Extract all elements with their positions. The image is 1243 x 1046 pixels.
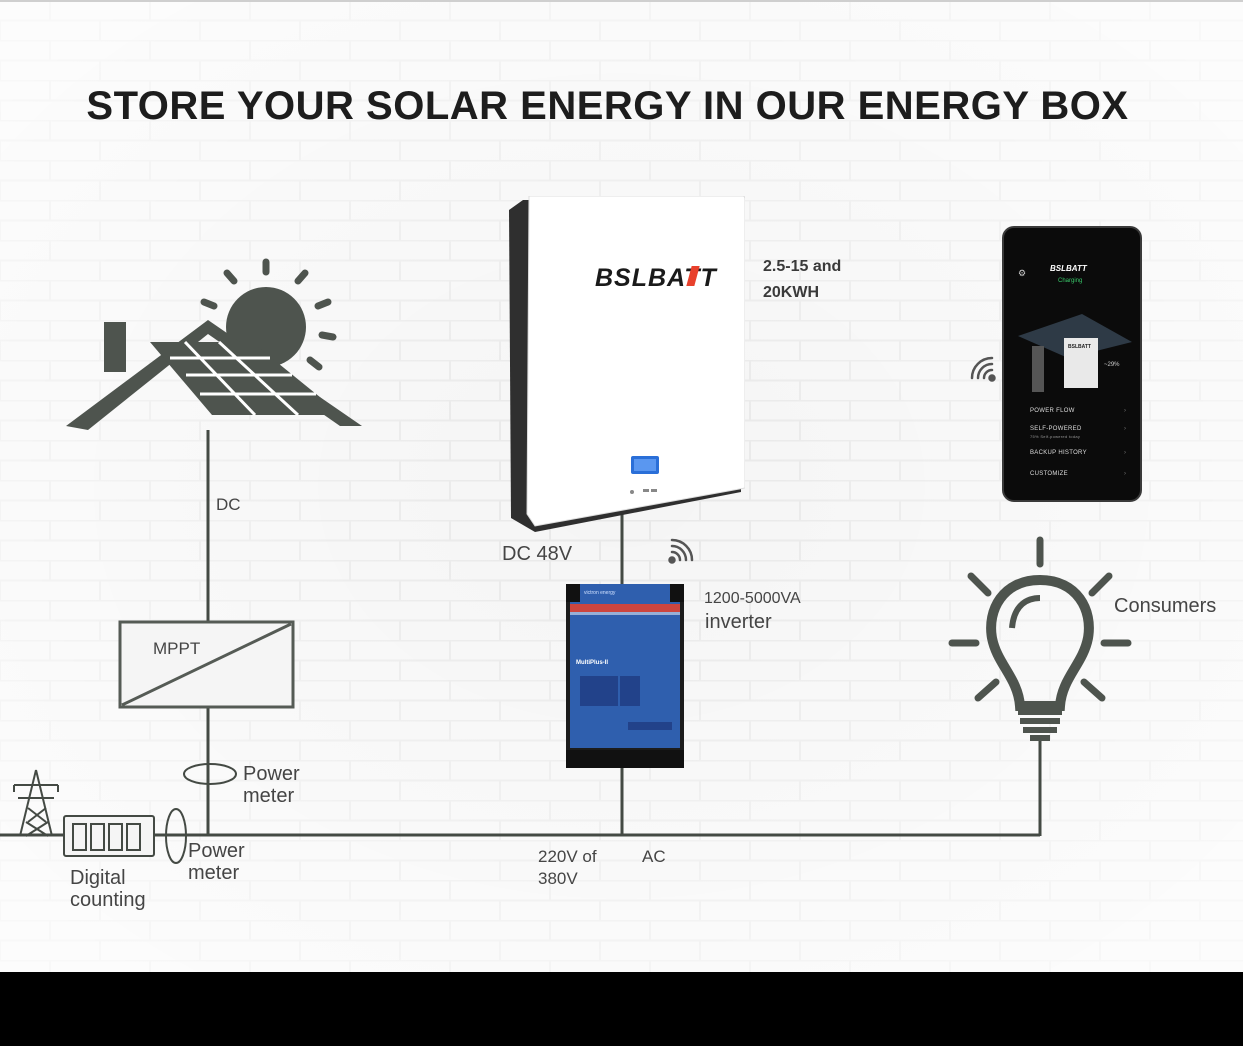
digital-counter-icon xyxy=(63,815,155,857)
phone-house-graphic xyxy=(1018,314,1132,392)
phone-percent: ~29% xyxy=(1104,362,1120,368)
bottom-bar xyxy=(0,972,1243,1046)
phone-app: BSLBATT Charging ⚙ BSLBATT ~29% POWER FL… xyxy=(1002,226,1142,502)
mppt-label: MPPT xyxy=(153,639,201,658)
phone-menu-self-powered[interactable]: SELF-POWERED› xyxy=(1030,426,1127,432)
wifi-icon xyxy=(668,538,694,564)
house-solar-icon xyxy=(66,320,362,430)
meter-ring-icon xyxy=(165,808,187,864)
meter-ring-icon xyxy=(183,763,237,785)
inverter-unit: victron energy MultiPlus-II xyxy=(566,584,684,768)
inverter-label: inverter xyxy=(705,611,772,633)
dc-label: DC xyxy=(216,495,241,514)
phone-battery-label: BSLBATT xyxy=(1068,344,1091,350)
phone-menu-power-flow[interactable]: POWER FLOW› xyxy=(1030,408,1127,414)
lightbulb-icon xyxy=(948,536,1132,741)
inverter-model: MultiPlus-II xyxy=(576,660,608,666)
phone-menu-backup-history[interactable]: BACKUP HISTORY› xyxy=(1030,450,1127,456)
phone-self-powered-sub: 75% Self-powered today xyxy=(1030,434,1081,439)
phone-status: Charging xyxy=(1058,278,1083,284)
page-title: STORE YOUR SOLAR ENERGY IN OUR ENERGY BO… xyxy=(86,84,1129,128)
inverter-range-label: 1200-5000VA xyxy=(704,590,801,607)
phone-menu-customize[interactable]: CUSTOMIZE› xyxy=(1030,471,1127,477)
phone-brand: BSLBATT xyxy=(1050,264,1087,273)
consumers-label: Consumers xyxy=(1114,595,1217,617)
mppt-box xyxy=(118,620,295,709)
inverter-brand: victron energy xyxy=(584,590,616,596)
diagram-canvas: STORE YOUR SOLAR ENERGY IN OUR ENERGY BO… xyxy=(0,0,1243,972)
wifi-icon xyxy=(970,356,996,382)
power-tower-icon xyxy=(13,769,59,837)
battery-unit: BSLBATT xyxy=(505,195,746,536)
gear-icon[interactable]: ⚙ xyxy=(1018,268,1027,278)
ac-label: AC xyxy=(642,847,666,866)
wiring-diagram xyxy=(0,258,1132,864)
dc48-label: DC 48V xyxy=(502,543,573,565)
